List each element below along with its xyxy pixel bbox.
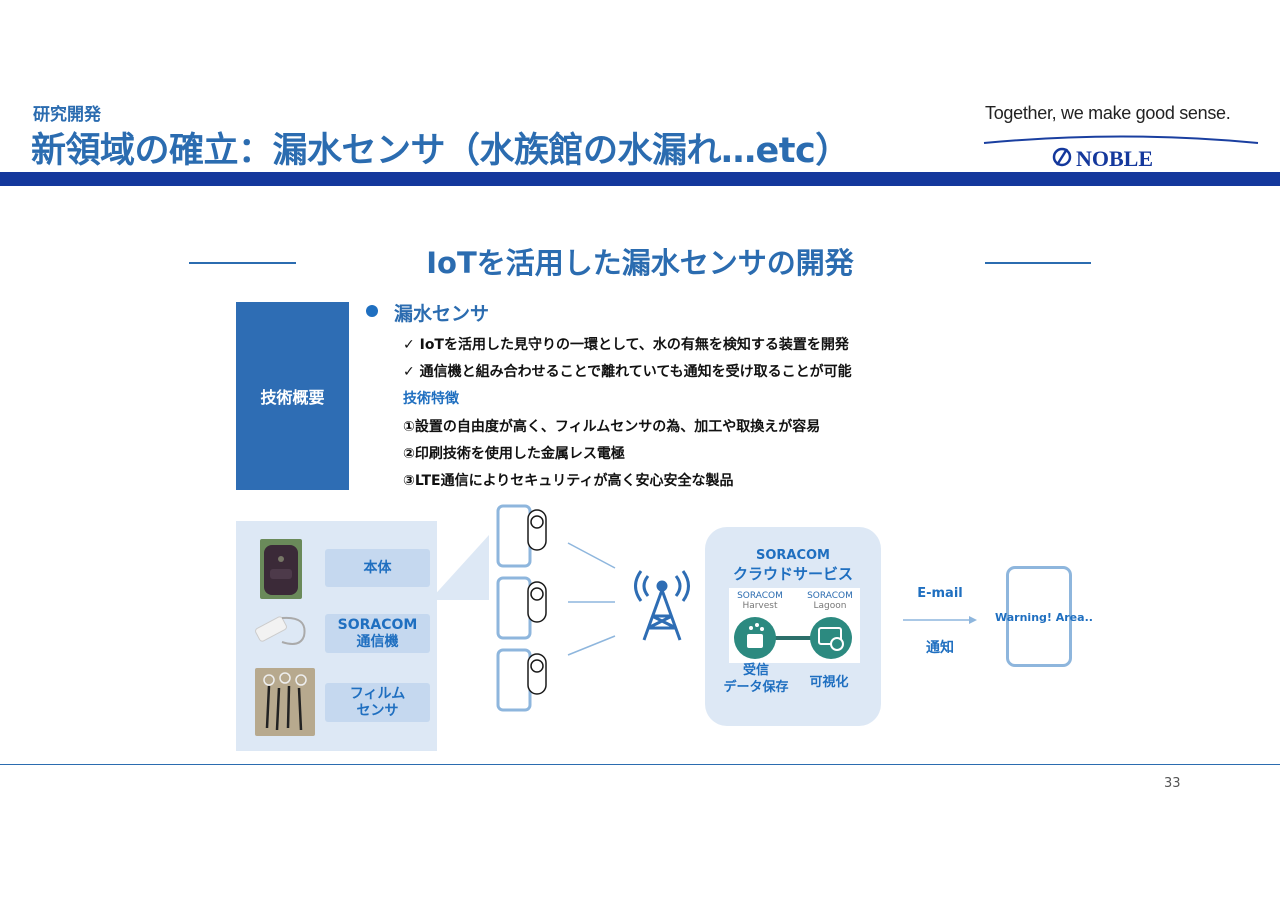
- phone-icon: [496, 648, 547, 712]
- noble-logo: NOBLE: [983, 135, 1259, 171]
- harvest-name: SORACOM: [737, 591, 783, 601]
- email-label: E-mail: [917, 586, 963, 601]
- film-sensor-photo: [255, 668, 315, 736]
- harvest-lagoon-icons: [734, 617, 852, 659]
- bullet-icon: [366, 305, 378, 317]
- communicator-photo: [255, 616, 306, 645]
- overview-heading: 漏水センサ: [394, 303, 490, 325]
- component-label-film-sensor: フィルム センサ: [325, 683, 430, 722]
- page-number: 33: [1164, 776, 1181, 791]
- lagoon-sub: Lagoon: [813, 601, 847, 611]
- section-title: IoTを活用した漏水センサの開発: [426, 246, 854, 280]
- warning-phone: [1006, 566, 1072, 667]
- cloud-title-brand: SORACOM: [755, 548, 830, 563]
- notify-arrow: [903, 616, 977, 624]
- overview-label: 技術概要: [236, 302, 349, 490]
- features-heading: 技術特徴: [403, 391, 459, 407]
- lagoon-name: SORACOM: [807, 591, 853, 601]
- feature-item: ③LTE通信によりセキュリティが高く安心安全な製品: [403, 473, 734, 489]
- harvest-sub: Harvest: [742, 601, 778, 611]
- footer-divider: [0, 764, 1280, 765]
- check-item: ✓ IoTを活用した見守りの一環として、水の有無を検知する装置を開発: [403, 337, 849, 353]
- diagram-connectors: [430, 535, 616, 656]
- section-divider-right: [985, 262, 1091, 264]
- page-title: 新領域の確立：漏水センサ（水族館の水漏れ…etc）: [31, 131, 850, 171]
- phone-icon: [496, 576, 547, 640]
- component-label-communicator: SORACOM 通信機: [325, 614, 430, 653]
- receive-store-label: 受信 データ保存: [723, 663, 789, 695]
- feature-item: ②印刷技術を使用した金属レス電極: [403, 446, 625, 462]
- feature-item: ①設置の自由度が高く、フィルムセンサの為、加工や取換えが容易: [403, 419, 821, 435]
- cloud-title-service: クラウドサービス: [732, 565, 853, 583]
- visualize-label: 可視化: [809, 675, 849, 690]
- check-item: ✓ 通信機と組み合わせることで離れていても通知を受け取ることが可能: [403, 364, 852, 380]
- notify-label: 通知: [926, 640, 954, 656]
- company-tagline: Together, we make good sense.: [985, 103, 1231, 123]
- phone-icon: [496, 504, 547, 568]
- warning-text: Warning! Area..: [995, 611, 1093, 624]
- device-body-photo: [260, 539, 302, 599]
- header-bar: [0, 172, 1280, 186]
- component-label-body: 本体: [325, 549, 430, 587]
- logo-text: NOBLE: [1076, 146, 1153, 171]
- cell-tower-icon: [634, 570, 690, 641]
- section-category: 研究開発: [33, 105, 101, 125]
- section-divider-left: [189, 262, 296, 264]
